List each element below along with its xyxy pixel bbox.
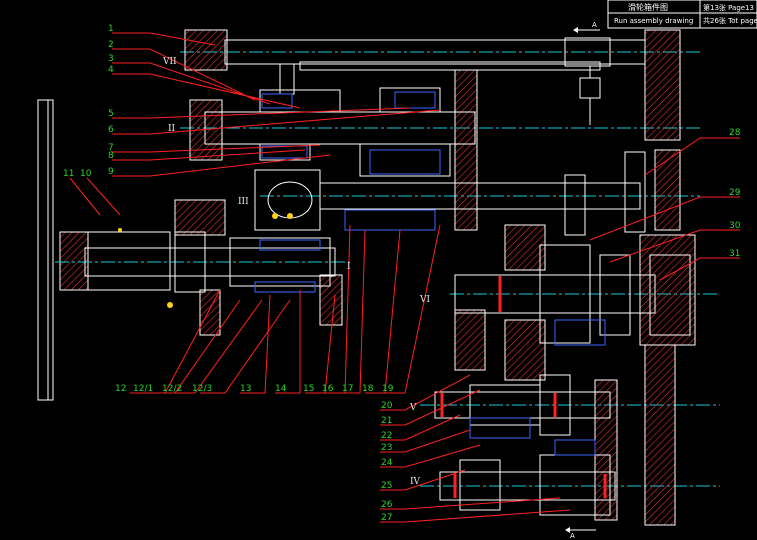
- svg-text:A: A: [592, 21, 597, 29]
- part-label-4: 4: [108, 65, 114, 75]
- part-label-11: 11: [63, 169, 74, 179]
- part-label-13: 13: [240, 384, 251, 394]
- shaft-label-vii: VII: [162, 57, 177, 67]
- part-label-23: 23: [381, 443, 392, 453]
- shaft-i: [84, 231, 336, 293]
- part-label-21: 21: [381, 416, 392, 426]
- section-marker-bottom: A: [565, 527, 596, 540]
- part-label-8: 8: [108, 151, 114, 161]
- drawing-title-cn: 滑轮箱件图: [628, 2, 668, 12]
- part-label-18: 18: [362, 384, 374, 394]
- part-label-10: 10: [80, 169, 92, 179]
- part-label-12-1: 12/1: [133, 384, 153, 394]
- svg-text:A: A: [570, 532, 575, 540]
- shaft-label-v: V: [409, 403, 417, 413]
- shaft-iii: [254, 151, 646, 236]
- part-label-16: 16: [322, 384, 334, 394]
- part-label-20: 20: [381, 401, 393, 411]
- shaft-label-iv: IV: [410, 477, 421, 487]
- part-label-28: 28: [729, 128, 741, 138]
- part-label-2: 2: [108, 40, 114, 50]
- part-label-25: 25: [381, 481, 392, 491]
- part-label-24: 24: [381, 458, 393, 468]
- title-block: 滑轮箱件图 Run assembly drawing 第13张 Page13 共…: [607, 0, 757, 29]
- leader-lines: [69, 32, 740, 523]
- part-label-19: 19: [382, 384, 394, 394]
- drawing-title-en: Run assembly drawing: [614, 17, 693, 25]
- shaft-label-ii: II: [168, 124, 176, 134]
- part-label-22: 22: [381, 431, 392, 441]
- shaft-vi: [454, 244, 691, 344]
- part-label-29: 29: [729, 188, 741, 198]
- section-marker-top: A: [573, 21, 600, 33]
- page-number: 第13张 Page13: [703, 3, 754, 12]
- detail-highlights: [118, 213, 293, 308]
- part-label-1: 1: [108, 24, 114, 34]
- shaft-vii: [224, 37, 646, 125]
- part-label-12-3: 12/3: [192, 384, 212, 394]
- part-label-12-2: 12/2: [162, 384, 182, 394]
- part-label-3: 3: [108, 54, 114, 64]
- shaft-label-i: I: [347, 262, 351, 272]
- part-label-9: 9: [108, 167, 114, 177]
- part-label-26: 26: [381, 500, 393, 510]
- part-label-31: 31: [729, 249, 740, 259]
- part-label-30: 30: [729, 221, 741, 231]
- shaft-label-iii: III: [238, 197, 249, 207]
- part-label-6: 6: [108, 125, 114, 135]
- shaft-roman-labels: VII II III I VI V IV: [162, 57, 430, 487]
- total-pages: 共26张 Tot pages26: [703, 16, 757, 25]
- part-label-5: 5: [108, 109, 114, 119]
- shaft-label-vi: VI: [419, 295, 430, 305]
- flywheel: [37, 99, 171, 401]
- part-number-labels: 1 2 3 4 5 6 7 8 9 11 10 12 12/1 12/2 12/…: [63, 24, 741, 523]
- housing-walls: [174, 29, 696, 526]
- shaft-iv: [439, 454, 616, 516]
- part-label-15: 15: [303, 384, 314, 394]
- part-label-17: 17: [342, 384, 353, 394]
- bearing-seals: [440, 276, 607, 498]
- part-label-12: 12: [115, 384, 126, 394]
- part-label-7: 7: [108, 143, 114, 153]
- part-label-27: 27: [381, 513, 392, 523]
- part-label-14: 14: [275, 384, 287, 394]
